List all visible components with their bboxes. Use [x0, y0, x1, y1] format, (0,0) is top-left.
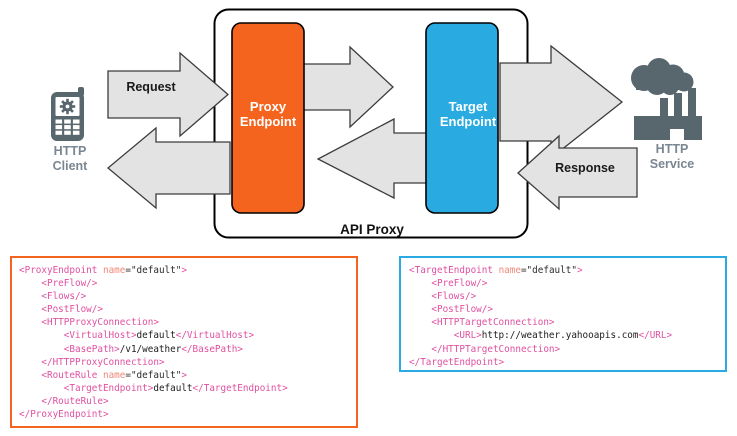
code-line: <ProxyEndpoint name="default"> — [19, 264, 356, 277]
code-token-tag: <VirtualHost> — [19, 330, 137, 342]
code-line: <PostFlow/> — [19, 303, 356, 316]
code-token-tag: <PreFlow/> — [409, 278, 488, 290]
code-token-tag: </RouteRule> — [19, 395, 109, 407]
mobile-phone-gear-icon — [51, 87, 84, 141]
code-line: <HTTPProxyConnection> — [19, 316, 356, 329]
factory-cloud-icon — [631, 58, 702, 140]
code-token-tag: > — [181, 369, 187, 381]
code-line: <TargetEndpoint name="default"> — [409, 264, 725, 277]
code-token-tag: </TargetEndpoint> — [192, 382, 288, 394]
code-token-tag: </ProxyEndpoint> — [19, 409, 109, 421]
code-token-tag: </URL> — [638, 330, 673, 342]
target-endpoint-label: Target Endpoint — [439, 99, 497, 129]
code-token-val: ="default" — [125, 369, 182, 381]
code-token-tag: <PostFlow/> — [19, 304, 103, 316]
code-token-tag: > — [181, 265, 187, 276]
code-line: <VirtualHost>default</VirtualHost> — [19, 329, 356, 342]
code-line: <RouteRule name="default"> — [19, 369, 356, 382]
code-line: <PreFlow/> — [409, 277, 725, 290]
code-token-tag: > — [576, 265, 583, 276]
response-arrow — [517, 134, 638, 211]
code-token-tag: <RouteRule — [19, 369, 103, 381]
code-line: <URL>http://weather.yahooapis.com</URL> — [409, 329, 725, 342]
code-token-val: ="default" — [520, 265, 577, 276]
code-token-tag: </BasePath> — [181, 343, 243, 355]
code-token-val: ="default" — [125, 265, 182, 276]
code-line: </RouteRule> — [19, 395, 356, 408]
api-proxy-flow-diagram — [51, 8, 702, 239]
proxy-endpoint-xml-panel: <ProxyEndpoint name="default"> <PreFlow/… — [10, 256, 358, 428]
code-line: <Flows/> — [409, 290, 725, 303]
code-line: </ProxyEndpoint> — [19, 408, 356, 421]
response-arrow-label: Response — [555, 161, 615, 175]
code-token-tag: <URL> — [409, 330, 482, 342]
code-token-tag: </HTTPTargetConnection> — [409, 343, 561, 355]
code-token-tag: <ProxyEndpoint — [19, 265, 103, 276]
client-return-arrow-shape — [106, 126, 231, 210]
proxy-endpoint-label: Proxy Endpoint — [239, 99, 297, 129]
code-token-tag: </HTTPProxyConnection> — [19, 356, 165, 368]
code-token-attr: name — [498, 265, 521, 276]
target-endpoint-xml-panel: <TargetEndpoint name="default"> <PreFlow… — [399, 256, 727, 372]
code-token-attr: name — [102, 265, 126, 276]
code-line: <HTTPTargetConnection> — [409, 316, 725, 329]
code-token-txt: /v1/weather — [119, 343, 182, 355]
code-token-tag: <HTTPProxyConnection> — [19, 317, 159, 329]
request-arrow — [107, 51, 229, 138]
code-line: <TargetEndpoint>default</TargetEndpoint> — [19, 382, 356, 395]
http-client-caption: HTTP Client — [52, 144, 88, 173]
code-line: <PreFlow/> — [19, 277, 356, 290]
code-line: <PostFlow/> — [409, 303, 725, 316]
code-line: <Flows/> — [19, 290, 356, 303]
target-endpoint-box[interactable] — [425, 22, 499, 214]
code-token-txt: default — [153, 382, 193, 394]
code-token-tag: <Flows/> — [409, 291, 477, 303]
code-token-tag: <PostFlow/> — [409, 304, 493, 316]
code-token-tag: <TargetEndpoint> — [19, 382, 154, 394]
request-arrow-label: Request — [126, 80, 176, 94]
code-token-tag: <PreFlow/> — [19, 278, 98, 290]
code-line: </TargetEndpoint> — [409, 356, 725, 369]
code-token-tag: <HTTPTargetConnection> — [409, 317, 555, 329]
proxy-endpoint-box[interactable] — [231, 22, 305, 214]
code-token-tag: </VirtualHost> — [175, 330, 255, 342]
code-token-tag: <BasePath> — [19, 343, 120, 355]
code-token-tag: <Flows/> — [19, 291, 87, 303]
code-token-tag: <TargetEndpoint — [409, 265, 499, 276]
code-line: </HTTPTargetConnection> — [409, 343, 725, 356]
target-to-service-arrow — [499, 44, 624, 160]
code-line: <BasePath>/v1/weather</BasePath> — [19, 343, 356, 356]
api-proxy-caption: API Proxy — [340, 222, 404, 237]
code-token-txt: http://weather.yahooapis.com — [481, 330, 639, 342]
code-token-attr: name — [102, 369, 126, 381]
http-service-caption: HTTP Service — [649, 142, 695, 171]
code-token-tag: </TargetEndpoint> — [409, 356, 505, 368]
code-token-txt: default — [136, 330, 176, 342]
code-line: </HTTPProxyConnection> — [19, 356, 356, 369]
proxy-to-target-arrow — [297, 45, 394, 129]
